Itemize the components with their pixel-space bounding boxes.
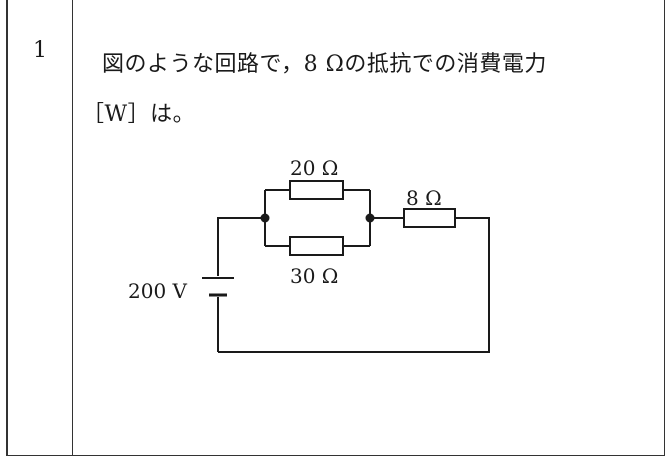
question-text: 図のような回路で，8 Ωの抵抗での消費電力 ［W］は。 bbox=[82, 40, 662, 140]
frame-right-border bbox=[664, 0, 665, 456]
label-resistor-30: 30 Ω bbox=[290, 264, 338, 288]
wire-bottom bbox=[218, 217, 490, 353]
question-number: 1 bbox=[33, 38, 47, 63]
question-text-line-2: ［W］は。 bbox=[82, 102, 196, 127]
resistor-30-ohm bbox=[289, 236, 344, 256]
frame-bottom-border bbox=[6, 455, 665, 456]
junction-node-left bbox=[260, 213, 270, 223]
wire-left-upper bbox=[217, 217, 265, 276]
label-resistor-20: 20 Ω bbox=[290, 156, 338, 180]
resistor-8-ohm bbox=[403, 208, 456, 228]
resistor-20-ohm bbox=[289, 180, 344, 200]
junction-node-right bbox=[365, 213, 375, 223]
frame-column-divider bbox=[72, 0, 73, 456]
label-voltage-source: 200 V bbox=[128, 279, 188, 303]
frame-left-border bbox=[6, 0, 8, 456]
label-resistor-8: 8 Ω bbox=[406, 186, 442, 210]
question-text-line-1: 図のような回路で，8 Ωの抵抗での消費電力 bbox=[102, 52, 547, 77]
